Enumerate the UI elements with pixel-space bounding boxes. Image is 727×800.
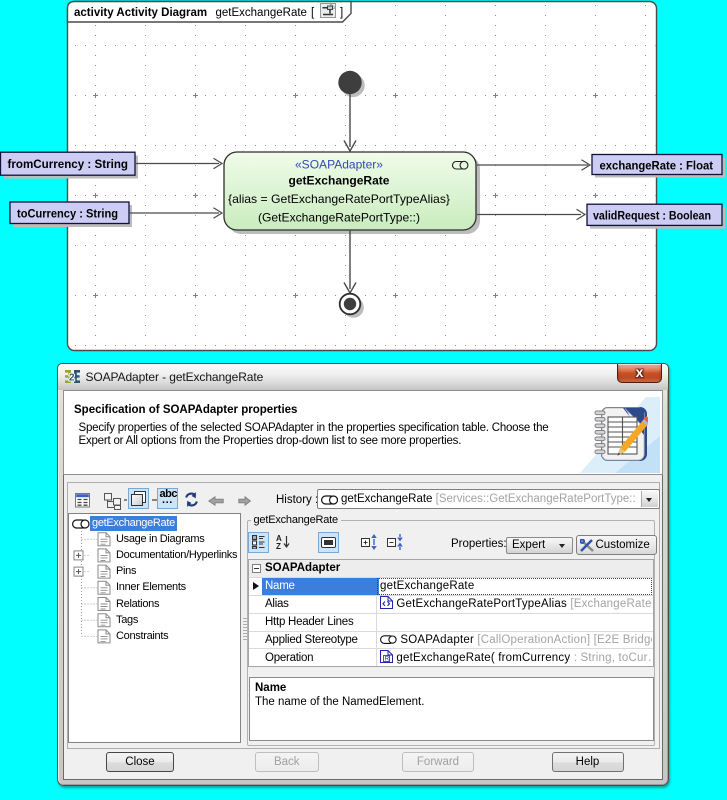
svg-text:validRequest : Boolean: validRequest : Boolean — [593, 209, 711, 223]
svg-text:[: [ — [311, 7, 315, 19]
svg-text:«SOAPAdapter»: «SOAPAdapter» — [295, 158, 383, 172]
svg-text:2: 2 — [69, 373, 75, 384]
svg-text:A: A — [276, 534, 282, 543]
svg-text:toCurrency : String: toCurrency : String — [17, 207, 118, 221]
svg-text:activity Activity Diagram: activity Activity Diagram — [74, 7, 207, 19]
svg-text:{alias = GetExchangeRatePortTy: {alias = GetExchangeRatePortTypeAlias} — [228, 192, 450, 206]
svg-text:(GetExchangeRatePortType::): (GetExchangeRatePortType::) — [258, 211, 420, 225]
svg-text:R: R — [385, 656, 390, 662]
svg-text:getExchangeRate: getExchangeRate — [216, 7, 307, 19]
svg-text:Z: Z — [276, 542, 281, 550]
svg-text:fromCurrency : String: fromCurrency : String — [8, 157, 129, 171]
svg-text:exchangeRate : Float: exchangeRate : Float — [600, 159, 714, 173]
svg-text:]: ] — [340, 7, 343, 19]
svg-text:getExchangeRate: getExchangeRate — [289, 174, 390, 188]
